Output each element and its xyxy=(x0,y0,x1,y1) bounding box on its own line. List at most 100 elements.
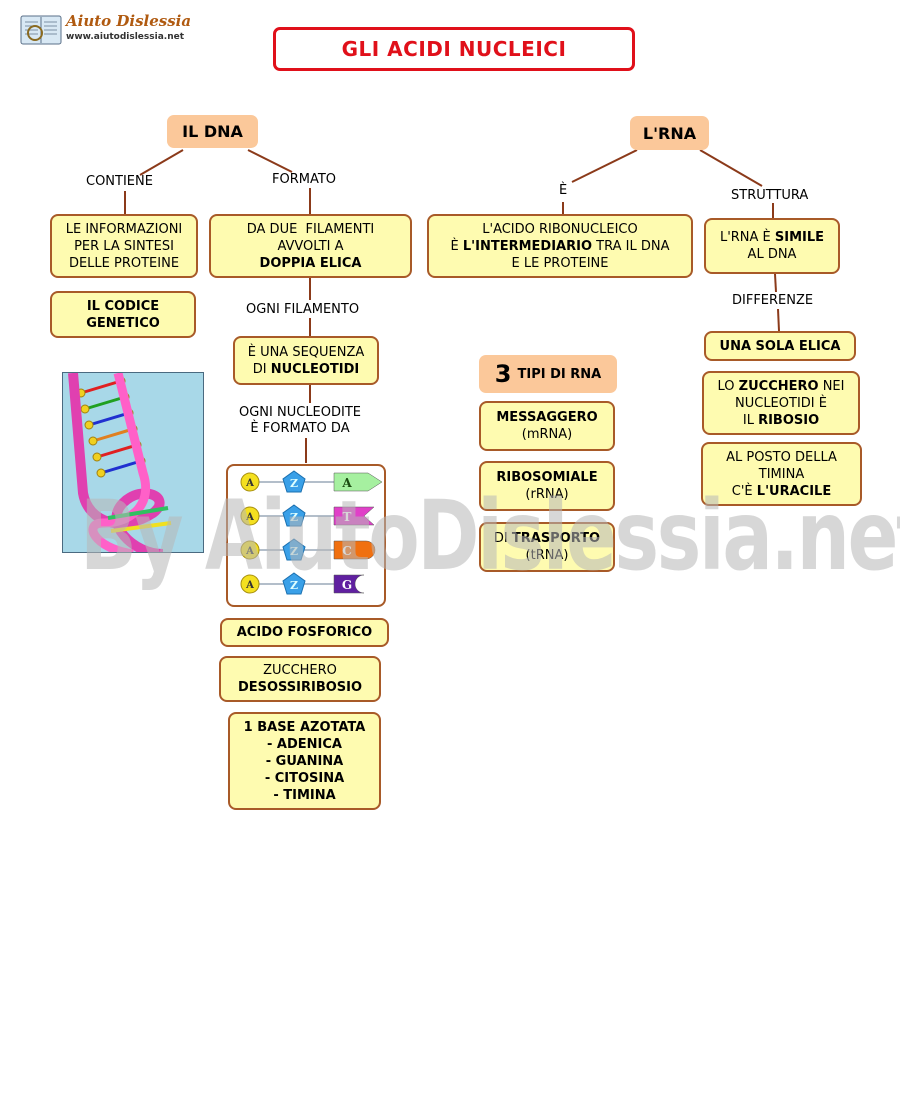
base-shape-icon-2 xyxy=(333,540,376,560)
base-shape-icon-3 xyxy=(333,574,365,594)
messaggero-line-1: MESSAGGERO xyxy=(496,410,598,425)
link-nucleotide-line-2: È FORMATO DA xyxy=(250,421,350,436)
ribo-line-1: L'ACIDO RIBONUCLEICO xyxy=(482,221,638,237)
uracile-line-3: C'È L'URACILE xyxy=(732,483,831,500)
ribo-line-2b: L'INTERMEDIARIO xyxy=(462,238,593,254)
link-nucleotide: OGNI NUCLEODITE È FORMATO DA xyxy=(239,405,361,437)
messaggero-line-2: (mRNA) xyxy=(521,427,573,442)
sugar-letter-2: Z xyxy=(290,545,298,558)
codice-line-1: IL CODICE xyxy=(86,298,160,314)
link-nucleotide-line-1: OGNI NUCLEODITE xyxy=(239,405,362,420)
ribosio-box: LO ZUCCHERO NEI NUCLEOTIDI È IL RIBOSIO xyxy=(702,371,860,435)
ribosomiale-box: RIBOSOMIALE (rRNA) xyxy=(479,461,615,511)
ribosio-line-2: NUCLEOTIDI È xyxy=(735,395,827,411)
sequenza-line-2-bold: NUCLEOTIDI xyxy=(270,361,360,377)
base-line-1: 1 BASE AZOTATA xyxy=(243,719,366,735)
acido-fosforico-box: ACIDO FOSFORICO xyxy=(220,618,389,647)
zucchero-desossiribosio-box: ZUCCHERO DESOSSIRIBOSIO xyxy=(219,656,381,702)
sugar-icon-0 xyxy=(282,470,306,493)
uracile-line-2: TIMINA xyxy=(758,466,805,482)
dna-heading: IL DNA xyxy=(167,115,258,148)
uracile-line-3b: L'URACILE xyxy=(756,483,832,499)
uracile-box: AL POSTO DELLA TIMINA C'È L'URACILE xyxy=(701,442,862,506)
codice-genetico-box: IL CODICE GENETICO xyxy=(50,291,196,338)
base-azotata-box: 1 BASE AZOTATA - ADENICA - GUANINA - CIT… xyxy=(228,712,381,810)
acido-text: ACIDO FOSFORICO xyxy=(236,625,373,640)
base-letter-2: C xyxy=(342,544,352,558)
rna-heading: L'RNA xyxy=(630,116,709,150)
phosphate-letter-0: A xyxy=(245,478,254,489)
simile-line-2: AL DNA xyxy=(747,247,797,262)
simile-box: L'RNA È SIMILE AL DNA xyxy=(704,218,840,274)
base-line-2: - ADENICA xyxy=(267,736,342,752)
phosphate-letter-2: A xyxy=(245,546,254,557)
rna-heading-text: L'RNA xyxy=(642,123,697,143)
sequenza-box: È UNA SEQUENZA DI NUCLEOTIDI xyxy=(233,336,379,385)
trasporto-box: DI TRASPORTO (tRNA) xyxy=(479,522,615,572)
simile-line-1b: SIMILE xyxy=(774,230,825,245)
link-e: È xyxy=(559,183,568,198)
base-letter-0: A xyxy=(341,476,352,490)
info-line-1: LE INFORMAZIONI xyxy=(65,221,183,237)
phosphate-letter-1: A xyxy=(245,512,254,523)
uracile-line-1: AL POSTO DELLA xyxy=(726,449,837,465)
filamenti-line-1: DA DUE FILAMENTI xyxy=(246,221,375,237)
base-line-3: - GUANINA xyxy=(265,753,344,769)
dna-helix-image xyxy=(62,372,204,553)
ribo-line-2a: È xyxy=(450,238,463,254)
phosphate-letter-3: A xyxy=(245,580,254,591)
ribosio-line-3b: RIBOSIO xyxy=(758,412,820,428)
simile-line-1a: L'RNA È xyxy=(719,230,775,245)
simile-line-1: L'RNA È SIMILE xyxy=(720,229,824,246)
site-logo[interactable]: Aiuto Dislessia www.aiutodislessia.net xyxy=(18,12,191,48)
base-line-4: - CITOSINA xyxy=(264,770,345,786)
logo-url: www.aiutodislessia.net xyxy=(66,32,185,42)
ribo-line-3: E LE PROTEINE xyxy=(511,255,609,271)
link-contiene: CONTIENE xyxy=(86,174,153,189)
book-icon xyxy=(20,15,62,45)
ribo-line-2c: TRA IL DNA xyxy=(592,238,670,254)
info-sintesi-box: LE INFORMAZIONI PER LA SINTESI DELLE PRO… xyxy=(50,214,198,278)
filamenti-line-3: DOPPIA ELICA xyxy=(259,255,362,271)
sugar-letter-3: Z xyxy=(290,579,298,592)
ribosio-line-3a: IL xyxy=(742,412,759,428)
phosphate-icon-0 xyxy=(240,472,260,492)
phosphate-icon-2 xyxy=(240,540,260,560)
sola-elica-text: UNA SOLA ELICA xyxy=(719,338,841,354)
sugar-icon-3 xyxy=(282,572,306,595)
tipi-text: TIPI DI RNA xyxy=(517,366,602,382)
base-shape-icon-0 xyxy=(333,472,383,492)
base-line-5: - TIMINA xyxy=(273,787,336,803)
dna-helix-icon xyxy=(68,373,172,552)
ribosio-line-1: LO ZUCCHERO NEI xyxy=(718,378,845,395)
ribosomiale-line-2: (rRNA) xyxy=(525,487,569,502)
zucchero-line-1: ZUCCHERO xyxy=(263,663,337,678)
tipi-number: 3 xyxy=(494,360,512,388)
base-letter-3: G xyxy=(342,578,352,592)
sola-elica-box: UNA SOLA ELICA xyxy=(704,331,856,361)
trasporto-line-1: DI TRASPORTO xyxy=(494,530,600,547)
ribosomiale-line-1: RIBOSOMIALE xyxy=(496,470,598,485)
sugar-letter-1: Z xyxy=(290,511,298,524)
ribosio-line-1c: NEI xyxy=(818,378,845,394)
sugar-letter-0: Z xyxy=(290,477,298,490)
page-title-text: GLI ACIDI NUCLEICI xyxy=(341,37,567,61)
sequenza-line-2-plain: DI xyxy=(252,361,271,377)
filamenti-box: DA DUE FILAMENTI AVVOLTI A DOPPIA ELICA xyxy=(209,214,412,278)
phosphate-icon-1 xyxy=(240,506,260,526)
ribonucleico-box: L'ACIDO RIBONUCLEICO È L'INTERMEDIARIO T… xyxy=(427,214,693,278)
base-shape-icon-1 xyxy=(333,506,375,526)
ribosio-line-3: IL RIBOSIO xyxy=(743,412,819,429)
ribo-line-2: È L'INTERMEDIARIO TRA IL DNA xyxy=(451,238,670,255)
page-title: GLI ACIDI NUCLEICI xyxy=(273,27,635,71)
uracile-line-3a: C'È xyxy=(731,483,757,499)
link-struttura: STRUTTURA xyxy=(731,188,809,203)
messaggero-box: MESSAGGERO (mRNA) xyxy=(479,401,615,451)
logo-name: Aiuto Dislessia xyxy=(66,12,192,30)
trasporto-line-1b: TRASPORTO xyxy=(511,531,601,546)
link-differenze: DIFFERENZE xyxy=(732,293,814,308)
info-line-2: PER LA SINTESI xyxy=(74,238,174,254)
